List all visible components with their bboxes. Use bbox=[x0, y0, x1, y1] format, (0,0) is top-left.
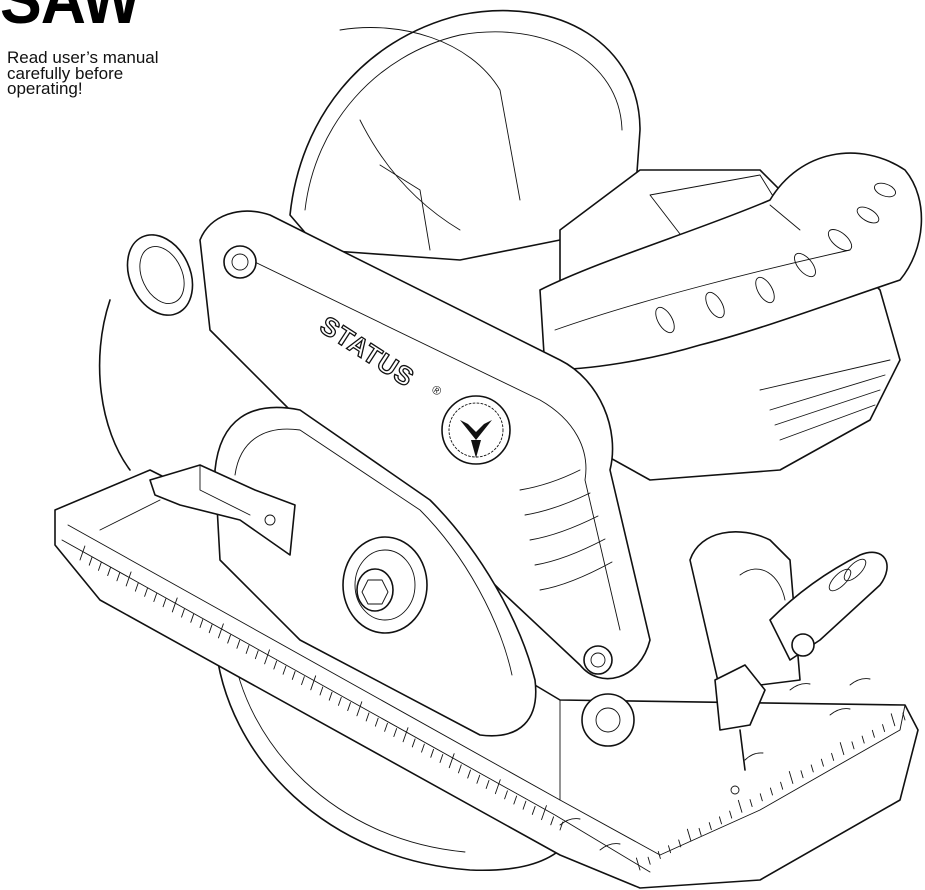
ruler-tick bbox=[227, 634, 231, 644]
ruler-tick bbox=[273, 660, 278, 670]
base-ruler bbox=[79, 545, 906, 871]
ruler-tick bbox=[831, 752, 835, 761]
ruler-tick bbox=[458, 764, 462, 774]
ruler-tick bbox=[374, 717, 379, 727]
ruler-tick bbox=[531, 805, 536, 815]
ruler-tick bbox=[393, 728, 398, 737]
ruler-tick bbox=[686, 828, 692, 842]
saw-blade-lower bbox=[214, 639, 561, 872]
ruler-tick bbox=[882, 724, 886, 732]
bevel-bracket bbox=[689, 531, 888, 771]
rear-handle bbox=[539, 152, 923, 371]
ruler-tick bbox=[134, 582, 139, 592]
ruler-tick bbox=[421, 743, 425, 753]
ruler-tick bbox=[504, 790, 508, 800]
ruler-tick bbox=[467, 769, 471, 779]
ruler-tick bbox=[153, 593, 158, 602]
ruler-tick bbox=[181, 608, 185, 618]
ruler-tick bbox=[125, 571, 132, 587]
ruler-tick bbox=[861, 735, 865, 744]
ruler-tick bbox=[698, 827, 702, 836]
ruler-tick bbox=[319, 686, 324, 696]
product-title: SAW bbox=[0, 0, 141, 38]
base-slots bbox=[559, 678, 871, 851]
ruler-tick bbox=[116, 572, 121, 582]
ruler-tick bbox=[301, 676, 305, 686]
ruler-tick bbox=[218, 623, 224, 639]
ruler-tick bbox=[759, 793, 763, 802]
ruler-tick bbox=[107, 567, 111, 577]
ruler-tick bbox=[439, 754, 444, 763]
ruler-tick bbox=[310, 675, 317, 691]
ruler-tick bbox=[264, 649, 270, 665]
ruler-tick bbox=[162, 598, 167, 608]
warning-line-3: operating! bbox=[7, 79, 83, 98]
warning-line-2: carefully before bbox=[7, 63, 124, 83]
ruler-tick bbox=[788, 771, 794, 784]
dust-port bbox=[98, 234, 194, 471]
ruler-tick bbox=[851, 741, 855, 750]
front-lever bbox=[149, 464, 296, 556]
ruler-tick bbox=[144, 587, 148, 597]
ruler-tick bbox=[541, 805, 547, 821]
ruler-tick bbox=[780, 781, 784, 790]
ruler-tick bbox=[79, 545, 86, 561]
ruler-tick bbox=[820, 758, 824, 767]
ruler-tick bbox=[98, 561, 102, 571]
ruler-tick bbox=[291, 670, 296, 680]
ruler-tick bbox=[384, 722, 388, 732]
blade-arbor bbox=[342, 536, 428, 634]
ruler-tick bbox=[668, 845, 672, 854]
ruler-tick bbox=[737, 799, 743, 813]
ruler-tick bbox=[476, 774, 481, 784]
warning-line-1: Read user’s manual bbox=[7, 48, 159, 67]
ruler-tick bbox=[839, 742, 845, 756]
ruler-tick bbox=[718, 816, 722, 825]
ruler-tick bbox=[647, 856, 651, 865]
ruler-tick bbox=[365, 712, 370, 722]
ruler-tick bbox=[402, 727, 409, 743]
ruler-tick bbox=[769, 787, 773, 796]
ruler-tick bbox=[236, 639, 241, 649]
ruler-tick bbox=[190, 613, 195, 623]
ruler-tick bbox=[430, 748, 435, 758]
ruler-tick bbox=[522, 800, 527, 810]
ruler-tick bbox=[411, 738, 416, 748]
ruler-tick bbox=[208, 624, 213, 634]
eagle-emblem bbox=[441, 395, 511, 465]
ruler-tick bbox=[485, 780, 490, 789]
ruler-tick bbox=[810, 764, 814, 773]
ruler-tick bbox=[550, 816, 555, 826]
ruler-tick bbox=[245, 645, 250, 654]
ruler-tick bbox=[800, 770, 804, 779]
manual-warning: Read user’s manual carefully before oper… bbox=[7, 48, 227, 98]
ruler-tick bbox=[902, 712, 906, 721]
ruler-tick bbox=[890, 713, 896, 727]
ruler-tick bbox=[678, 839, 682, 848]
ruler-tick bbox=[171, 597, 178, 613]
side-cover bbox=[199, 210, 651, 680]
ruler-tick bbox=[729, 810, 733, 819]
blade-guard bbox=[289, 9, 641, 261]
ruler-tick bbox=[448, 753, 455, 769]
ruler-tick bbox=[749, 799, 753, 807]
ruler-tick bbox=[328, 691, 333, 701]
ruler-tick bbox=[282, 665, 287, 675]
ruler-tick bbox=[871, 729, 875, 738]
ruler-tick bbox=[494, 779, 501, 795]
ruler-tick bbox=[513, 795, 518, 805]
ruler-tick bbox=[199, 619, 204, 628]
ruler-tick bbox=[338, 696, 342, 706]
ruler-tick bbox=[254, 650, 259, 660]
pivot-knobs bbox=[223, 245, 635, 747]
ruler-tick bbox=[88, 556, 93, 566]
ruler-tick bbox=[657, 851, 661, 859]
ruler-tick bbox=[708, 822, 712, 831]
ruler-tick bbox=[347, 702, 351, 712]
ruler-tick bbox=[356, 701, 363, 717]
ruler-tick bbox=[635, 857, 641, 871]
